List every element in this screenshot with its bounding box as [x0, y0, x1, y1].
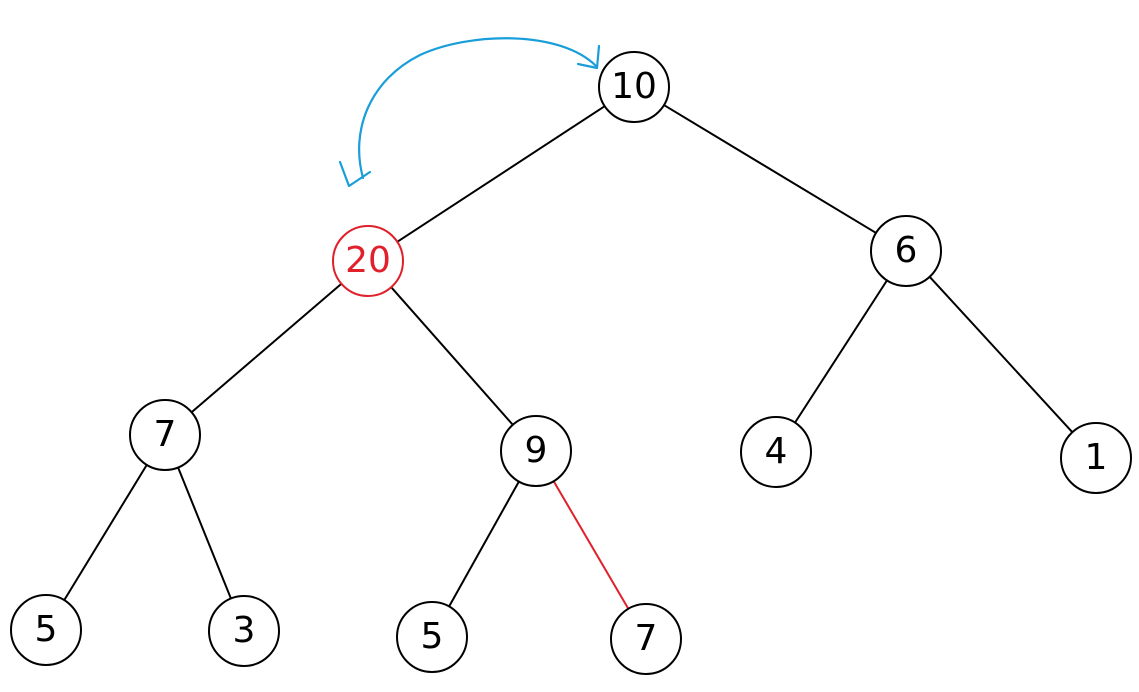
- tree-node-circle: [500, 415, 572, 487]
- swap-arrow-head-right: [576, 44, 601, 70]
- tree-node-circle: [870, 215, 942, 287]
- tree-node-circle: [740, 416, 812, 488]
- tree-edge-n9-n7b-highlighted: [552, 480, 630, 610]
- tree-edge-n7a-n3: [177, 467, 232, 599]
- nodes-layer: 10 20 6 7 9 4 1 5 3 5 7: [10, 51, 1132, 675]
- tree-edge-n6-n4: [794, 279, 888, 424]
- tree-node-value: 20: [345, 240, 391, 281]
- tree-node-value: 6: [895, 230, 918, 271]
- tree-node-circle: [610, 603, 682, 675]
- tree-node-circle: [1060, 422, 1132, 494]
- tree-node-circle: [208, 595, 280, 667]
- tree-edge-n10-n20: [396, 105, 606, 243]
- tree-node: 7: [129, 399, 201, 471]
- tree-node-value: 3: [233, 610, 256, 651]
- tree-edge-n9-n5b: [448, 481, 520, 607]
- tree-node-value: 5: [35, 609, 58, 650]
- tree-node: 9: [500, 415, 572, 487]
- tree-node: 10: [598, 51, 670, 123]
- tree-node-circle: [129, 399, 201, 471]
- swap-arrow-layer: [338, 37, 601, 188]
- tree-node-highlighted: 20: [332, 225, 404, 297]
- tree-node-circle: [598, 51, 670, 123]
- tree-node-circle: [10, 594, 82, 666]
- swap-arrow-head-left: [338, 160, 372, 188]
- tree-edge-n7a-n5a: [63, 464, 148, 601]
- tree-node: 5: [396, 601, 468, 673]
- tree-node: 6: [870, 215, 942, 287]
- tree-node-value: 5: [421, 616, 444, 657]
- tree-node-value: 9: [525, 430, 548, 471]
- tree-node: 7: [610, 603, 682, 675]
- tree-node-value: 10: [611, 66, 657, 107]
- tree-node-value: 7: [635, 618, 658, 659]
- tree-node-circle: [396, 601, 468, 673]
- tree-node: 3: [208, 595, 280, 667]
- tree-node: 5: [10, 594, 82, 666]
- swap-arrow-curve-n10-n20: [358, 37, 598, 180]
- tree-node-value: 4: [765, 431, 788, 472]
- tree-edge-n10-n6: [663, 104, 877, 234]
- tree-edge-n6-n1: [928, 276, 1074, 433]
- tree-edge-n20-n7a: [190, 283, 343, 413]
- tree-node: 4: [740, 416, 812, 488]
- tree-node: 1: [1060, 422, 1132, 494]
- edges-layer: [63, 104, 1074, 610]
- tree-edge-n20-n9: [390, 286, 514, 426]
- tree-node-circle: [332, 225, 404, 297]
- tree-node-value: 1: [1085, 437, 1108, 478]
- tree-node-value: 7: [154, 414, 177, 455]
